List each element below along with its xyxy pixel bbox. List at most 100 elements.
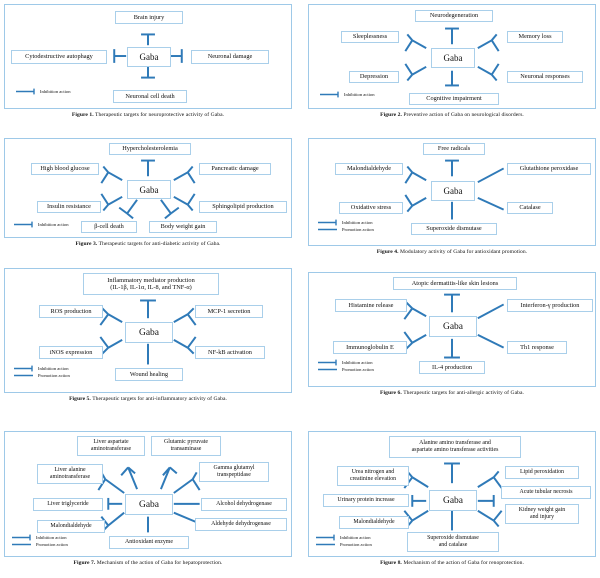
- figure-1-caption-number: Figure 1.: [71, 112, 94, 118]
- figure-3: Hypercholesterolemia High blood glucose …: [4, 138, 292, 248]
- figure-6-hub-gaba[interactable]: Gaba: [429, 316, 477, 337]
- figure-5-node-inos-expression[interactable]: iNOS expression: [39, 346, 103, 359]
- figure-8-caption-number: Figure 8.: [380, 560, 402, 566]
- figure-7-node-antioxidant-enzyme[interactable]: Antioxidant enzyme: [109, 536, 189, 549]
- figure-2-node-memory-loss[interactable]: Memory loss: [507, 31, 563, 43]
- legend-row-promotion: Promotion action: [317, 366, 374, 373]
- legend-label-inhibition: Inhibition action: [38, 222, 69, 227]
- figure-4-node-superoxide-dismutase[interactable]: Superoxide dismutase: [411, 223, 497, 235]
- figure-1: Brain injury Cytodestructive autophagy G…: [4, 4, 292, 119]
- figure-3-node-body-weight-gain[interactable]: Body weight gain: [149, 221, 217, 233]
- figure-1-legend: Inhibition action: [15, 88, 71, 95]
- figure-5-node-ros-production[interactable]: ROS production: [39, 305, 103, 318]
- legend-row-inhibition: Inhibition action: [319, 91, 375, 98]
- figure-3-node-high-blood-glucose[interactable]: High blood glucose: [31, 163, 99, 175]
- figure-8-node-urinary-protein-increase[interactable]: Urinary protein increase: [323, 494, 409, 507]
- figure-3-node-hypercholesterolemia[interactable]: Hypercholesterolemia: [109, 143, 191, 155]
- figure-4-caption-number: Figure 4.: [376, 249, 399, 255]
- figure-4-node-malondialdehyde[interactable]: Malondialdehyde: [335, 163, 403, 175]
- figure-1-node-neuronal-cell-death[interactable]: Neuronal cell death: [113, 90, 187, 103]
- figure-2: Neurodegeneration Sleeplessness Memory l…: [308, 4, 596, 119]
- promotion-icon: [316, 543, 335, 546]
- figure-8-node-lipid-peroxidation[interactable]: Lipid peroxidation: [505, 466, 579, 479]
- figure-7-node-liver-alanine-aminotransferase[interactable]: Liver alanine aminotransferase: [37, 464, 103, 484]
- figure-6-legend: Inhibition action Promotion action: [317, 359, 374, 373]
- figure-7-node-liver-triglyceride[interactable]: Liver triglyceride: [33, 498, 103, 511]
- figure-2-node-neuronal-responses[interactable]: Neuronal responses: [507, 71, 583, 83]
- figure-6-node-interferon-gamma-production[interactable]: Interferon-γ production: [507, 299, 593, 312]
- figure-7-hub-gaba[interactable]: Gaba: [125, 494, 173, 515]
- legend-row-inhibition: Inhibition action: [317, 359, 374, 366]
- legend-row-inhibition: Inhibition action: [11, 534, 68, 541]
- figure-3-node-beta-cell-death[interactable]: β-cell death: [81, 221, 137, 233]
- figure-3-caption: Figure 3. Therapeutic targets for anti-d…: [4, 241, 292, 248]
- figure-7-caption-number: Figure 7.: [73, 560, 96, 566]
- figure-8-node-alanine-aspartate-transferase[interactable]: Alanine amino transferase and aspartate …: [389, 436, 521, 458]
- figure-2-node-sleeplessness[interactable]: Sleeplessness: [341, 31, 399, 43]
- figure-7-node-alcohol-dehydrogenase[interactable]: Alcohol dehydrogenase: [201, 498, 287, 511]
- figure-1-caption: Figure 1. Therapeutic targets for neurop…: [4, 112, 292, 119]
- figure-2-node-depression[interactable]: Depression: [349, 71, 399, 83]
- figure-4-hub-gaba[interactable]: Gaba: [431, 181, 475, 201]
- figure-6-node-il-4-production[interactable]: IL-4 production: [419, 361, 485, 374]
- figure-2-panel: Neurodegeneration Sleeplessness Memory l…: [308, 4, 596, 109]
- figure-5-caption-number: Figure 5.: [69, 396, 91, 402]
- inhibition-icon: [318, 219, 337, 226]
- figure-4-caption: Figure 4. Modulatory activity of Gaba fo…: [308, 249, 596, 256]
- figure-1-node-neuronal-damage[interactable]: Neuronal damage: [191, 50, 269, 64]
- figure-6-node-histamine-release[interactable]: Histamine release: [335, 299, 407, 312]
- figure-1-node-brain-injury[interactable]: Brain injury: [115, 11, 183, 24]
- figure-3-caption-number: Figure 3.: [75, 241, 98, 247]
- figure-5-node-wound-healing[interactable]: Wound healing: [115, 368, 183, 381]
- figure-2-hub-gaba[interactable]: Gaba: [431, 48, 475, 68]
- figure-4: Free radicals Malondialdehyde Glutathion…: [308, 138, 596, 256]
- legend-label-inhibition: Inhibition action: [342, 360, 373, 365]
- figure-7-node-aldehyde-dehydrogenase[interactable]: Aldehyde dehydrogenase: [195, 518, 287, 531]
- figure-3-node-pancreatic-damage[interactable]: Pancreatic damage: [199, 163, 271, 175]
- figure-8-node-acute-tubular-necrosis[interactable]: Acute tubular necrosis: [501, 486, 591, 499]
- figure-5-node-mcp-1-secretion[interactable]: MCP-1 secretion: [195, 305, 263, 318]
- figure-8-node-urea-nitrogen-creatinine[interactable]: Urea nitrogen and creatinine elevation: [337, 466, 409, 486]
- figure-8-hub-gaba[interactable]: Gaba: [429, 490, 477, 511]
- inhibition-icon: [14, 365, 33, 372]
- figure-1-node-cytodestructive-autophagy[interactable]: Cytodestructive autophagy: [11, 50, 107, 64]
- figure-3-node-sphingolipid-production[interactable]: Sphingolipid production: [199, 201, 287, 213]
- figure-3-panel: Hypercholesterolemia High blood glucose …: [4, 138, 292, 238]
- figure-3-hub-gaba[interactable]: Gaba: [127, 180, 171, 199]
- figure-7-node-gamma-glutamyl-transpeptidase[interactable]: Gamma glutamyl transpeptidase: [199, 462, 269, 482]
- inhibition-icon: [316, 534, 335, 541]
- legend-label-inhibition: Inhibition action: [36, 535, 67, 540]
- figure-5-node-nf-kb-activation[interactable]: NF-kB activation: [195, 346, 265, 359]
- legend-label-promotion: Promotion action: [36, 542, 68, 547]
- figure-4-node-catalase[interactable]: Catalase: [507, 202, 553, 214]
- figure-5-caption-text: Therapeutic targets for anti-inflammator…: [90, 396, 227, 402]
- figure-7-caption: Figure 7. Mechanism of the action of Gab…: [4, 560, 292, 567]
- figure-7: Liver aspartate aminotransferase Glutami…: [4, 431, 292, 567]
- figure-7-node-glutamic-pyruvate-transaminase[interactable]: Glutamic pyruvate transaminase: [151, 436, 221, 456]
- figure-4-legend: Inhibition action Promotion action: [317, 219, 374, 233]
- figure-4-node-glutathione-peroxidase[interactable]: Glutathione peroxidase: [507, 163, 591, 175]
- figure-4-node-oxidative-stress[interactable]: Oxidative stress: [339, 202, 403, 214]
- figure-4-node-free-radicals[interactable]: Free radicals: [423, 143, 485, 155]
- figure-8-node-malondialdehyde[interactable]: Malondialdehyde: [339, 516, 409, 529]
- legend-label-promotion: Promotion action: [342, 367, 374, 372]
- figure-6-node-immunoglobulin-e[interactable]: Immunoglobulin E: [333, 341, 407, 354]
- figure-2-node-cognitive-impairment[interactable]: Cognitive impairment: [409, 93, 499, 105]
- inhibition-icon: [14, 221, 33, 228]
- figure-8-node-superoxide-dismutase-catalase[interactable]: Superoxide dismutase and catalase: [407, 532, 499, 552]
- figure-6-node-th1-response[interactable]: Th1 response: [507, 341, 567, 354]
- figure-3-caption-text: Therapeutic targets for anti-diabetic ac…: [97, 241, 221, 247]
- figure-8-caption: Figure 8. Mechanism of the action of Gab…: [308, 560, 596, 567]
- figure-7-node-malondialdehyde[interactable]: Malondialdehyde: [37, 520, 105, 533]
- figure-7-panel: Liver aspartate aminotransferase Glutami…: [4, 431, 292, 557]
- figure-3-node-insulin-resistance[interactable]: Insulin resistance: [37, 201, 101, 213]
- figure-1-hub-gaba[interactable]: Gaba: [127, 47, 171, 67]
- figure-6-node-atopic-dermatitis[interactable]: Atopic dermatitis-like skin lesions: [393, 277, 517, 290]
- figure-5-hub-gaba[interactable]: Gaba: [125, 322, 173, 343]
- inhibition-icon: [12, 534, 31, 541]
- figure-2-node-neurodegeneration[interactable]: Neurodegeneration: [415, 10, 493, 22]
- figure-5-node-inflammatory-mediator-production[interactable]: Inflammatory mediator production (IL-1β,…: [83, 273, 219, 295]
- figure-8-node-kidney-weight-gain[interactable]: Kidney weight gain and injury: [505, 504, 579, 524]
- figure-7-node-liver-aspartate-aminotransferase[interactable]: Liver aspartate aminotransferase: [77, 436, 145, 456]
- legend-row-promotion: Promotion action: [317, 226, 374, 233]
